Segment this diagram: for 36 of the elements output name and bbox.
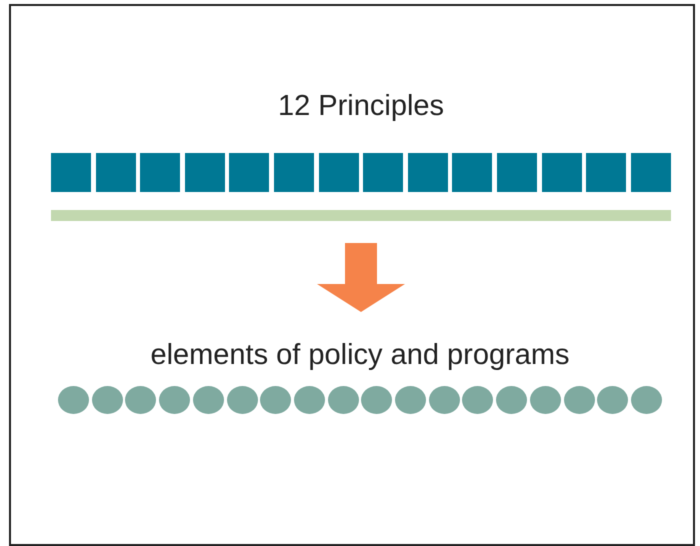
circle-dot: [92, 386, 123, 414]
square-block: [229, 153, 270, 192]
circle-dot: [192, 386, 224, 414]
circle-dot: [428, 386, 460, 414]
square-block: [363, 153, 404, 192]
circle-dot: [226, 386, 258, 414]
circle-dot: [260, 386, 292, 414]
circle-dot: [530, 386, 561, 414]
circle-dot: [395, 386, 426, 414]
square-block: [497, 153, 538, 192]
circle-dot: [496, 386, 528, 414]
square-block: [586, 153, 626, 192]
circle-dot: [58, 386, 89, 414]
circle-dot: [597, 386, 628, 414]
square-block: [51, 153, 91, 192]
circle-dot: [462, 386, 494, 414]
square-block: [140, 153, 180, 192]
square-block: [96, 153, 136, 192]
heading-text: elements of policy and programs: [149, 339, 571, 372]
square-block: [630, 153, 671, 192]
divider-bar: [51, 210, 671, 221]
circle-dot: [294, 386, 325, 414]
down-arrow: [317, 243, 405, 312]
circle-dot: [564, 386, 595, 414]
square-block: [184, 153, 225, 192]
square-block: [274, 153, 314, 192]
circle-dot: [630, 386, 662, 414]
square-block: [408, 153, 448, 192]
heading-text: 12 Principles: [276, 90, 446, 123]
square-block: [542, 153, 582, 192]
square-block: [452, 153, 492, 192]
square-block: [318, 153, 359, 192]
circle-dot: [361, 386, 392, 414]
circle-dot: [159, 386, 190, 414]
circle-dot: [328, 386, 359, 414]
circle-dot: [125, 386, 156, 414]
